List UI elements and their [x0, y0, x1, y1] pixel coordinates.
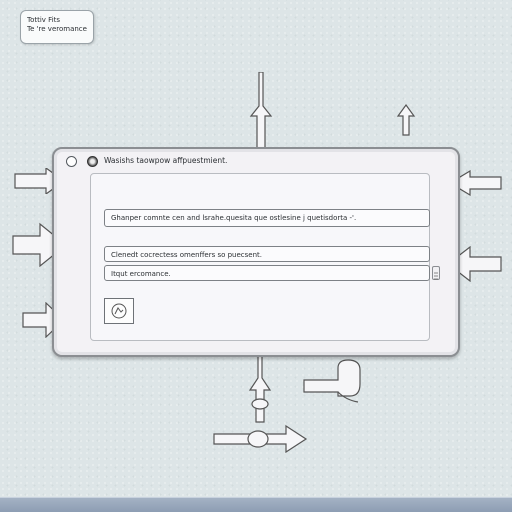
arrow-up-icon [396, 104, 416, 136]
tooltip-title: Tottiv Fits [27, 16, 61, 24]
window-title: Wasishs taowpow affpuestmient. [104, 156, 228, 165]
pointer-icon [303, 359, 361, 403]
arrow-right-icon [213, 424, 308, 454]
arrow-up-icon [249, 72, 273, 148]
text-field-3[interactable]: Itqut ercomance. [104, 265, 430, 281]
resize-handle-icon[interactable] [432, 266, 440, 280]
minimize-icon[interactable] [87, 156, 98, 167]
arrow-down-icon [248, 330, 272, 423]
text-field-1[interactable]: Ghanper comnte cen and lsrahe.quesita qu… [104, 209, 430, 227]
footer-bar [0, 497, 512, 512]
dialog-window: Wasishs taowpow affpuestmient. Ghanper c… [52, 147, 460, 357]
tooltip-text: Te 're veromance. [27, 25, 87, 33]
image-icon[interactable] [104, 298, 134, 324]
tooltip: Tottiv Fits Te 're veromance. [20, 10, 94, 44]
text-field-2[interactable]: Clenedt cocrectess omenffers so puecsent… [104, 246, 430, 262]
arrow-left-icon [448, 170, 502, 196]
content-panel: Ghanper comnte cen and lsrahe.quesita qu… [90, 173, 440, 341]
close-icon[interactable] [66, 156, 77, 167]
